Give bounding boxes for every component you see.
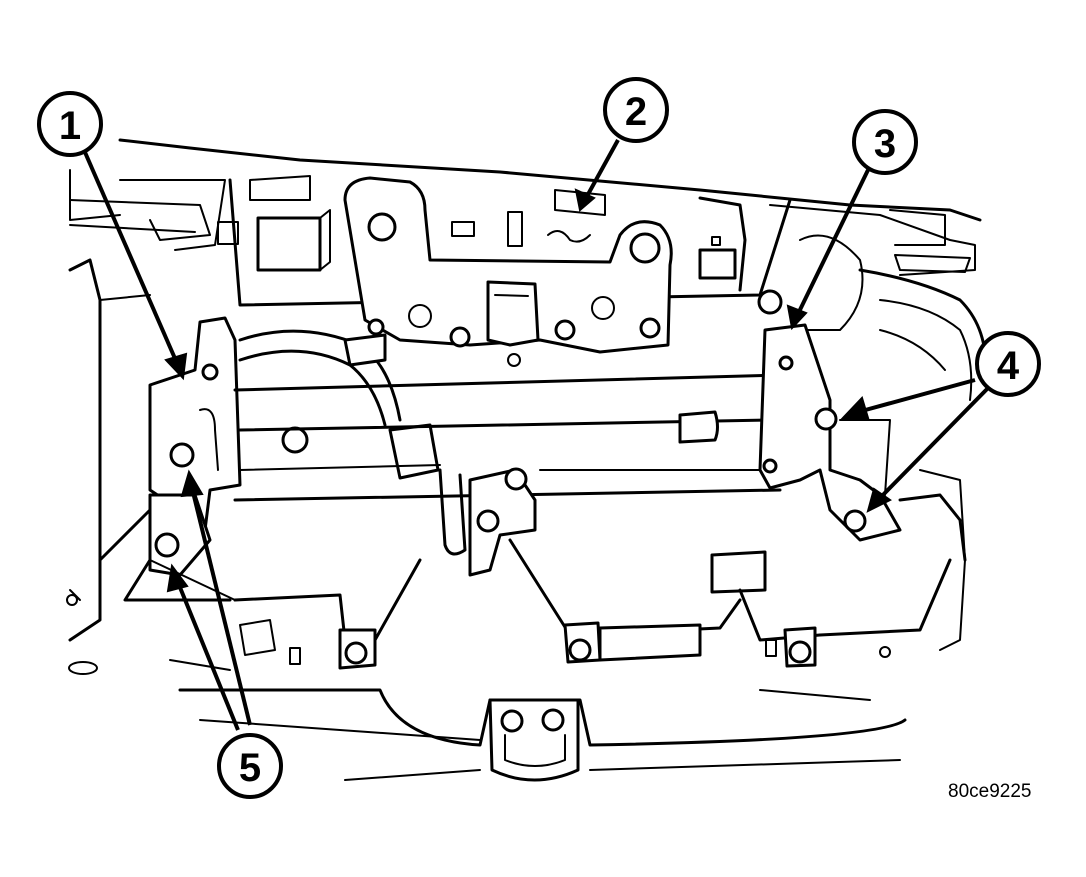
- callout-5-label: 5: [239, 746, 261, 790]
- instrument-panel-line-art: [66, 138, 988, 782]
- leader-line-5b: [175, 579, 240, 731]
- leader-lines: [82, 139, 992, 731]
- callout-1-label: 1: [59, 104, 81, 148]
- leader-line-4a: [857, 378, 976, 414]
- callout-2: 2: [603, 77, 669, 143]
- figure-reference-code: 80ce9225: [948, 781, 1031, 802]
- arrowhead-4a: [840, 396, 870, 419]
- leader-line-2: [584, 139, 620, 199]
- callout-3: 3: [852, 109, 918, 175]
- leader-line-4b: [876, 384, 992, 502]
- leader-line-3: [794, 169, 870, 319]
- callout-4: 4: [975, 331, 1041, 397]
- arrowhead-5a: [180, 469, 204, 498]
- callout-1: 1: [37, 91, 103, 157]
- arrowhead-3: [786, 304, 808, 331]
- leader-line-5a: [190, 487, 252, 726]
- arrowhead-4b: [866, 487, 892, 513]
- callout-5: 5: [217, 733, 283, 799]
- callout-3-label: 3: [874, 122, 896, 166]
- leader-line-1: [82, 149, 182, 371]
- arrowhead-1: [164, 352, 188, 381]
- callout-4-label: 4: [997, 344, 1020, 388]
- arrowhead-2: [574, 188, 596, 212]
- arrowhead-5b: [166, 563, 189, 593]
- callout-2-label: 2: [625, 90, 647, 134]
